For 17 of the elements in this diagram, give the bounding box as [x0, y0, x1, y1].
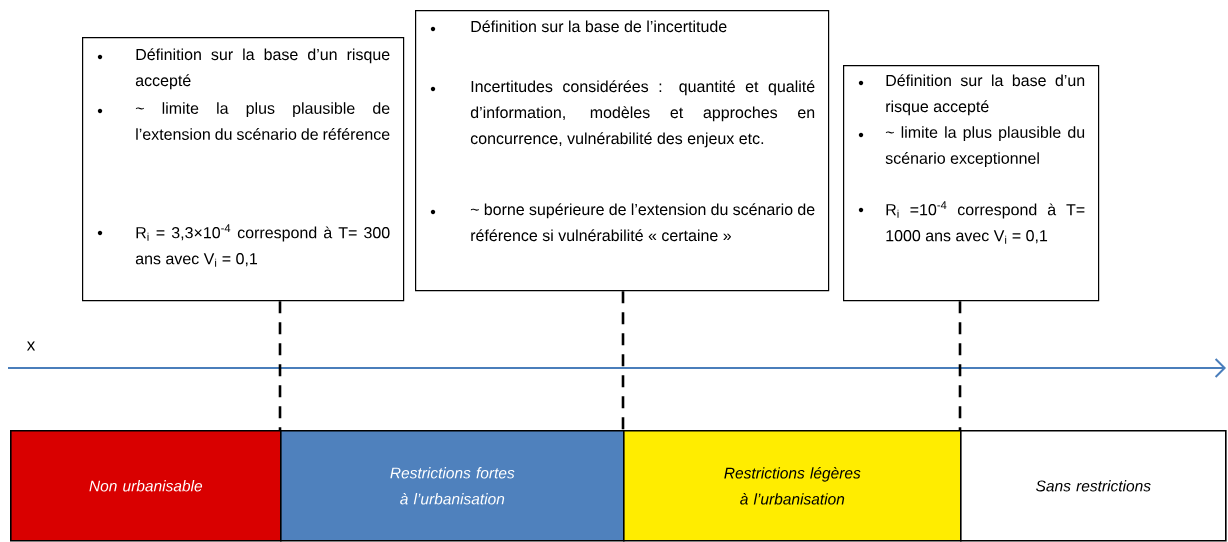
axis-label: x: [26, 341, 36, 351]
bullet-text: ~ limite la plus plausible du scénario exceptionnel: [885, 126, 1085, 168]
bullet-text: Définition sur la base d’un risque accepté: [135, 48, 390, 90]
bullet-text: ~ borne supérieure de l’extension du scénario de référence si vulnérabilité « certaine »: [470, 203, 815, 242]
bullet-text: R$_{i}$ = 3,3×10$^{-4}$ correspond à T= 300 ans avec V$_{i}$ = 0,1: [135, 224, 390, 267]
bullet-text: Incertitudes considérées : quantité et qualité d’information, modèles et approches en concurrence, vulnérabilité des enjeux etc.: [470, 80, 815, 148]
zone-band: Restrictions légères à l’urbanisation: [623, 430, 962, 542]
bullet-text: ~ limite la plus plausible de l’extension du scénario de référence: [135, 102, 390, 140]
dashed-line: [278, 301, 282, 430]
bullet-text: Définition sur la base de l’incertitude: [471, 20, 727, 33]
zone-band: Non urbanisable: [10, 430, 282, 542]
dashed-line: [958, 301, 962, 430]
bullet-text: Définition sur la base d’un risque accepté: [886, 74, 1085, 116]
dashed-line: [621, 291, 625, 430]
bullet-text: R$_{i}$ =10$^{-4}$ correspond à T= 1000 ans avec V$_{i}$ = 0,1: [886, 201, 1085, 244]
zone-band: Restrictions fortes à l’urbanisation: [280, 430, 625, 542]
zone-band: Sans restrictions: [960, 430, 1227, 542]
